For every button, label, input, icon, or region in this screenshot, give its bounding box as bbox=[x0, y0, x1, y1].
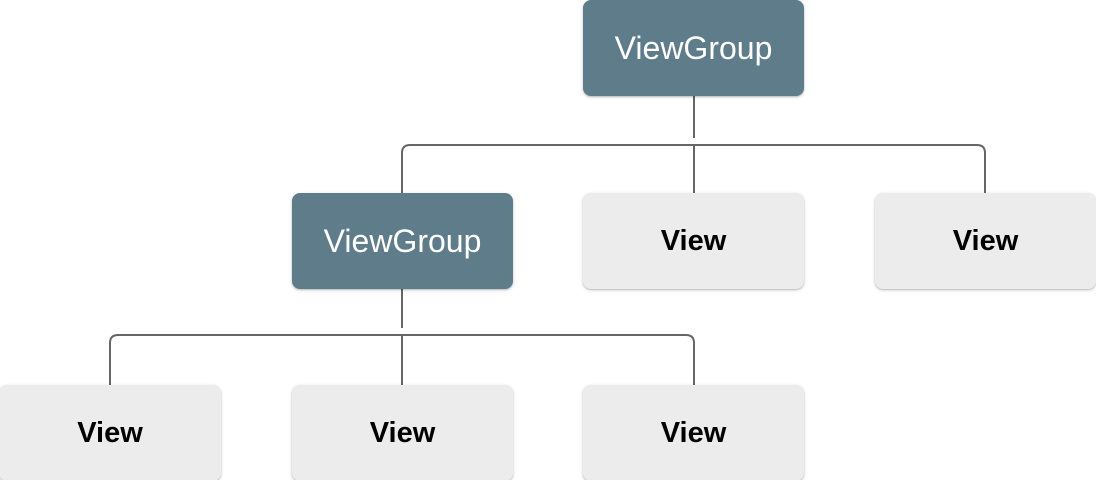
edge-group-level-1 bbox=[401, 96, 986, 193]
node-leaf-view-2[interactable]: View bbox=[292, 385, 513, 480]
node-root-viewgroup[interactable]: ViewGroup bbox=[583, 0, 804, 96]
edge-bus-level-1 bbox=[401, 144, 986, 193]
node-child-view-2[interactable]: View bbox=[875, 193, 1096, 289]
node-leaf-view-1[interactable]: View bbox=[0, 385, 221, 480]
node-leaf-view-3[interactable]: View bbox=[583, 385, 804, 480]
node-label: View bbox=[660, 416, 727, 449]
node-label: View bbox=[952, 224, 1019, 257]
node-label: View bbox=[369, 416, 436, 449]
node-label: ViewGroup bbox=[614, 30, 773, 66]
node-label: ViewGroup bbox=[323, 223, 482, 259]
node-label: View bbox=[660, 224, 727, 257]
node-child-view-1[interactable]: View bbox=[583, 193, 804, 289]
node-child-viewgroup[interactable]: ViewGroup bbox=[292, 193, 513, 289]
edge-bus-level-2 bbox=[109, 334, 695, 385]
edge-group-level-2 bbox=[109, 289, 695, 385]
node-label: View bbox=[77, 416, 143, 449]
